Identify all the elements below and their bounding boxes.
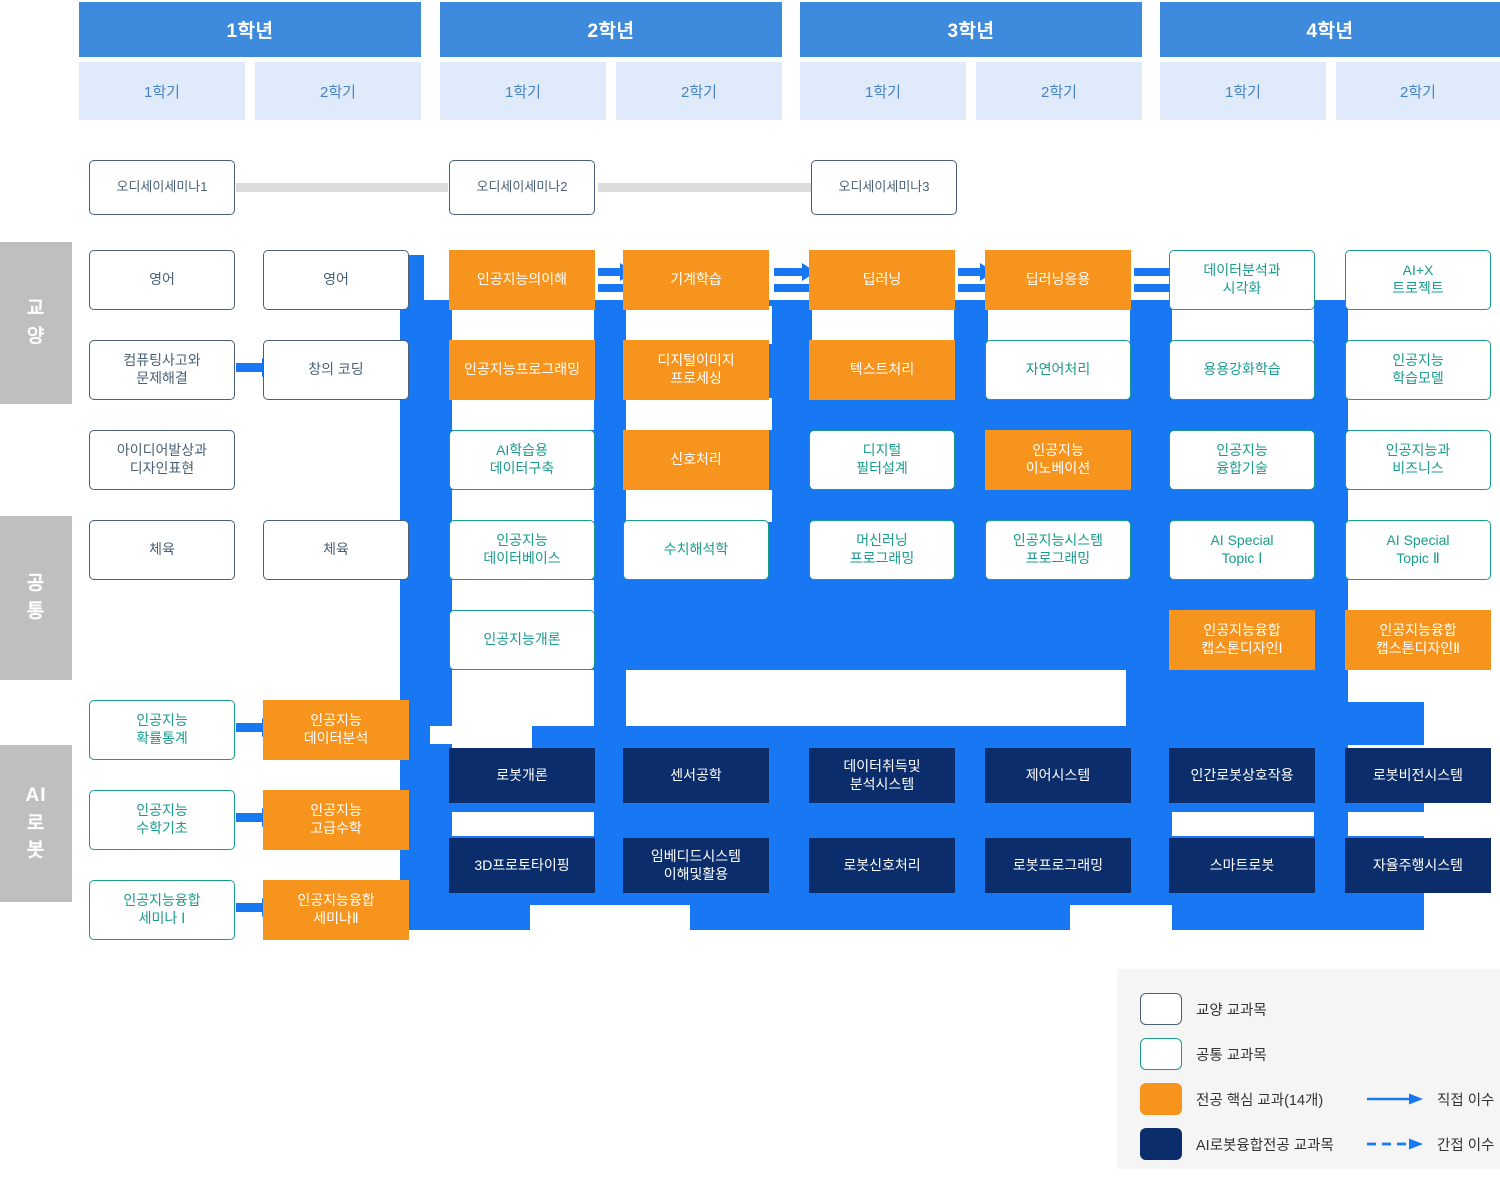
- course-box[interactable]: 센서공학: [623, 748, 769, 803]
- semester-header-4-1: 1학기: [1160, 62, 1326, 120]
- course-box[interactable]: 인공지능시스템 프로그래밍: [985, 520, 1131, 580]
- course-box[interactable]: 딥러닝응용: [985, 250, 1131, 310]
- course-box[interactable]: 인공지능 이노베이션: [985, 430, 1131, 490]
- legend-label: 직접 이수: [1437, 1092, 1495, 1109]
- course-box[interactable]: 기계학습: [623, 250, 769, 310]
- course-box[interactable]: 인공지능 데이터베이스: [449, 520, 595, 580]
- course-box[interactable]: 컴퓨팅사고와 문제해결: [89, 340, 235, 400]
- course-box[interactable]: 딥러닝: [809, 250, 955, 310]
- legend-item-gyoyang: 교양 교과목: [1140, 992, 1267, 1026]
- course-box[interactable]: 영어: [89, 250, 235, 310]
- course-box[interactable]: 텍스트처리: [809, 340, 955, 400]
- course-box[interactable]: 3D프로토타이핑: [449, 838, 595, 893]
- course-box[interactable]: 인공지능 확률통계: [89, 700, 235, 760]
- course-box[interactable]: 디지털 필터설계: [809, 430, 955, 490]
- solid-arrow-icon: [1367, 1093, 1423, 1105]
- course-box[interactable]: 데이터취득및 분석시스템: [809, 748, 955, 803]
- legend-item-airobot: AI로봇융합전공 교과목: [1140, 1127, 1334, 1161]
- category-line: 교: [26, 298, 46, 320]
- semester-header-3-2: 2학기: [976, 62, 1142, 120]
- course-box[interactable]: 용용강화학습: [1169, 340, 1315, 400]
- legend-label: 전공 핵심 교과(14개): [1196, 1092, 1324, 1109]
- course-box[interactable]: 인공지능과 비즈니스: [1345, 430, 1491, 490]
- course-box[interactable]: 스마트로봇: [1169, 838, 1315, 893]
- legend-arrow-indirect: 간접 이수: [1367, 1127, 1494, 1161]
- course-box[interactable]: AI+X 트로젝트: [1345, 250, 1491, 310]
- course-box[interactable]: 제어시스템: [985, 748, 1131, 803]
- course-box[interactable]: 디지털이미지 프로세싱: [623, 340, 769, 400]
- legend-swatch-gongtong-icon: [1140, 1038, 1182, 1070]
- category-line: 통: [26, 601, 46, 622]
- year-header-4: 4학년: [1160, 2, 1500, 57]
- legend-item-gongtong: 공통 교과목: [1140, 1037, 1267, 1071]
- course-box[interactable]: 인공지능 수학기초: [89, 790, 235, 850]
- course-box[interactable]: 창의 코딩: [263, 340, 409, 400]
- course-box[interactable]: 인공지능프로그래밍: [449, 340, 595, 400]
- course-box[interactable]: 인공지능의이해: [449, 250, 595, 310]
- course-box[interactable]: 로봇프로그래밍: [985, 838, 1131, 893]
- year-header-2: 2학년: [440, 2, 782, 57]
- course-box[interactable]: 로봇비전시스템: [1345, 748, 1491, 803]
- category-rail-gyoyang: 교 양: [0, 242, 72, 404]
- category-rail-gongtong: 공 통: [0, 516, 72, 680]
- course-box[interactable]: 머신러닝 프로그래밍: [809, 520, 955, 580]
- course-box[interactable]: 체육: [263, 520, 409, 580]
- category-line: 봇: [26, 840, 46, 862]
- legend-label: AI로봇융합전공 교과목: [1196, 1137, 1334, 1154]
- year-header-3: 3학년: [800, 2, 1142, 57]
- course-box[interactable]: 아이디어발상과 디자인표현: [89, 430, 235, 490]
- category-line: AI: [25, 785, 47, 807]
- course-box[interactable]: 인공지능융합 세미나Ⅱ: [263, 880, 409, 940]
- course-box[interactable]: 인공지능 융합기술: [1169, 430, 1315, 490]
- legend-swatch-core-icon: [1140, 1083, 1182, 1115]
- category-rail-airobot: AI 로 봇: [0, 745, 72, 902]
- category-line: 공: [26, 573, 46, 595]
- legend-arrow-direct: 직접 이수: [1367, 1082, 1494, 1116]
- legend-swatch-airobot-icon: [1140, 1128, 1182, 1160]
- semester-header-2-1: 1학기: [440, 62, 606, 120]
- semester-header-4-2: 2학기: [1336, 62, 1500, 120]
- course-box[interactable]: 인공지능융합 세미나 Ⅰ: [89, 880, 235, 940]
- semester-header-1-1: 1학기: [79, 62, 245, 120]
- course-odyssey-3[interactable]: 오디세이세미나3: [811, 160, 957, 215]
- course-box[interactable]: 인공지능 학습모델: [1345, 340, 1491, 400]
- course-odyssey-2[interactable]: 오디세이세미나2: [449, 160, 595, 215]
- course-box[interactable]: 인간로봇상호작용: [1169, 748, 1315, 803]
- semester-header-1-2: 2학기: [255, 62, 421, 120]
- legend-label: 공통 교과목: [1196, 1047, 1267, 1064]
- category-line: 양: [26, 326, 46, 347]
- course-box[interactable]: 인공지능개론: [449, 610, 595, 670]
- course-box[interactable]: 자연어처리: [985, 340, 1131, 400]
- course-box[interactable]: AI Special Topic Ⅱ: [1345, 520, 1491, 580]
- course-box[interactable]: 로봇신호처리: [809, 838, 955, 893]
- category-line: 로: [26, 812, 46, 834]
- course-box[interactable]: 로봇개론: [449, 748, 595, 803]
- course-box[interactable]: 인공지능융합 캡스톤디자인Ⅱ: [1345, 610, 1491, 670]
- course-box[interactable]: 신호처리: [623, 430, 769, 490]
- course-box[interactable]: 인공지능융합 캡스톤디자인Ⅰ: [1169, 610, 1315, 670]
- semester-header-3-1: 1학기: [800, 62, 966, 120]
- semester-header-2-2: 2학기: [616, 62, 782, 120]
- course-box[interactable]: 체육: [89, 520, 235, 580]
- course-box[interactable]: 인공지능 데이터분석: [263, 700, 409, 760]
- course-box[interactable]: 임베디드시스템 이해및활용: [623, 838, 769, 893]
- dashed-arrow-icon: [1367, 1138, 1423, 1150]
- legend-panel: 교양 교과목 공통 교과목 전공 핵심 교과(14개) AI로봇융합전공 교과목…: [1117, 969, 1500, 1169]
- course-box[interactable]: 자율주행시스템: [1345, 838, 1491, 893]
- year-header-1: 1학년: [79, 2, 421, 57]
- legend-label: 간접 이수: [1437, 1137, 1495, 1154]
- legend-label: 교양 교과목: [1196, 1002, 1267, 1019]
- course-box[interactable]: 데이터분석과 시각화: [1169, 250, 1315, 310]
- course-odyssey-1[interactable]: 오디세이세미나1: [89, 160, 235, 215]
- course-box[interactable]: 수치해석학: [623, 520, 769, 580]
- course-box[interactable]: AI학습용 데이터구축: [449, 430, 595, 490]
- legend-swatch-gyoyang-icon: [1140, 993, 1182, 1025]
- course-box[interactable]: 인공지능 고급수학: [263, 790, 409, 850]
- course-box[interactable]: 영어: [263, 250, 409, 310]
- legend-item-core: 전공 핵심 교과(14개): [1140, 1082, 1323, 1116]
- course-box[interactable]: AI Special Topic Ⅰ: [1169, 520, 1315, 580]
